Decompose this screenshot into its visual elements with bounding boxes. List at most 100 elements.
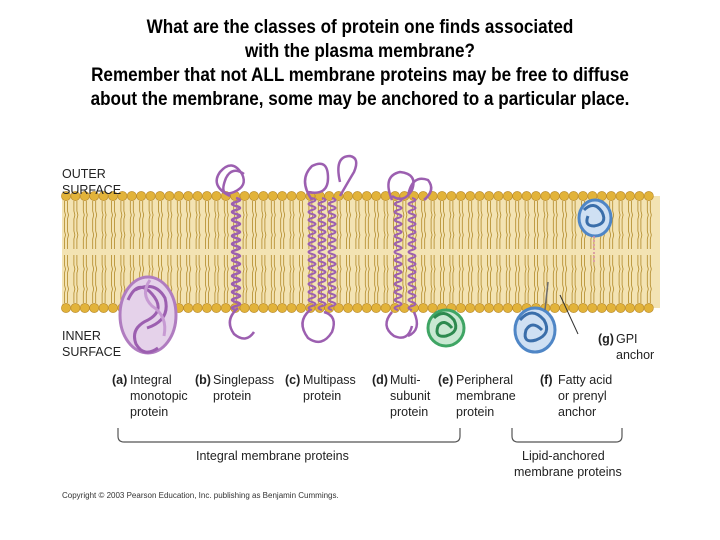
title-line-4: about the membrane, some may be anchored… xyxy=(90,89,630,110)
lipid-tail xyxy=(468,255,471,303)
lipid-head xyxy=(606,191,617,201)
lipid-head xyxy=(249,191,259,201)
lipid-tail xyxy=(499,255,502,303)
lipid-tail xyxy=(270,255,273,303)
label-e-letter: (e) xyxy=(438,373,453,387)
lipid-tail xyxy=(499,201,502,249)
lipid-tail xyxy=(95,201,98,249)
lipid-tail xyxy=(364,255,367,303)
lipid-tail xyxy=(527,255,530,303)
lipid-head xyxy=(512,303,523,313)
lipid-tail xyxy=(477,255,480,303)
lipid-tail xyxy=(242,255,245,303)
lipid-head xyxy=(540,191,551,201)
lipid-head xyxy=(202,303,212,313)
lipid-tail xyxy=(574,255,577,303)
lipid-tail xyxy=(208,255,210,303)
lipid-tail xyxy=(518,255,521,303)
label-c-line-1: Multipass xyxy=(303,373,356,387)
lipid-tail xyxy=(443,255,445,303)
lipid-tail xyxy=(618,201,621,249)
lipid-head xyxy=(615,303,626,313)
lipid-tail xyxy=(349,255,351,303)
gpi-leader-line xyxy=(559,294,579,335)
lipid-head xyxy=(643,191,654,201)
lipid-tail xyxy=(537,201,539,249)
lipid-head xyxy=(361,303,372,313)
lipid-tail xyxy=(85,201,88,249)
lipid-tail xyxy=(292,201,295,249)
lipid-tail xyxy=(123,201,126,249)
lipid-tail xyxy=(649,255,652,303)
lipid-head xyxy=(446,191,457,201)
lipid-head xyxy=(568,191,579,201)
protein-a-monotopic xyxy=(118,275,178,355)
lipid-tail xyxy=(245,255,248,303)
lipid-tail xyxy=(336,255,339,303)
lipid-tail xyxy=(346,201,348,249)
lipid-tail xyxy=(508,255,511,303)
label-a-line-3: protein xyxy=(130,405,168,419)
integral-bracket xyxy=(117,428,461,443)
lipid-tail xyxy=(646,201,649,249)
lipid-head xyxy=(286,303,297,313)
lipid-tail xyxy=(104,255,107,303)
lipid-head xyxy=(352,191,363,201)
lipid-tail xyxy=(198,201,201,249)
lipid-tail xyxy=(571,255,574,303)
lipid-tail xyxy=(67,201,69,249)
lipid-tail xyxy=(142,201,145,249)
lipid-tail xyxy=(85,255,88,303)
lipid-tail xyxy=(252,201,254,249)
lipid-tail xyxy=(176,255,179,303)
label-d-letter: (d) xyxy=(372,373,388,387)
lipid-tail xyxy=(148,201,151,249)
lipid-head xyxy=(371,303,382,313)
lipid-tail xyxy=(299,201,301,249)
lipid-tail xyxy=(377,255,380,303)
lipid-tail xyxy=(299,255,301,303)
lipid-tail xyxy=(283,201,286,249)
lipid-tail xyxy=(255,201,257,249)
title-line-2: with the plasma membrane? xyxy=(245,41,475,62)
label-g-line-1: GPI xyxy=(616,332,638,346)
lipid-tail xyxy=(302,201,304,249)
lipid-tail xyxy=(82,201,85,249)
lipid-head xyxy=(474,191,485,201)
title: What are the classes of protein one find… xyxy=(36,16,684,112)
lipid-tail xyxy=(534,255,536,303)
lipid-tail xyxy=(195,201,198,249)
lipid-head xyxy=(61,303,71,313)
lipid-head xyxy=(371,191,382,201)
lipid-tail xyxy=(574,201,577,249)
lipid-tail xyxy=(161,201,163,249)
lipid-tail xyxy=(292,255,295,303)
lipid-tail xyxy=(104,201,107,249)
lipid-tail xyxy=(440,255,442,303)
lipid-head xyxy=(277,191,288,201)
lipid-head xyxy=(145,191,156,201)
inner-surface-label-1: INNER xyxy=(62,329,101,343)
lipid-tail xyxy=(386,201,389,249)
label-a-line-1: Integral xyxy=(130,373,172,387)
lipid-tail xyxy=(646,255,649,303)
lipid-tail xyxy=(628,255,630,303)
lipid-tail xyxy=(76,201,79,249)
lipid-tail xyxy=(129,201,132,249)
lipid-tail xyxy=(283,255,286,303)
lipid-tail xyxy=(452,255,455,303)
label-e-line-2: membrane xyxy=(456,389,516,403)
lipid-tail xyxy=(355,201,358,249)
lipid-tail xyxy=(261,201,264,249)
lipid-tail xyxy=(76,255,79,303)
label-e: (e) Peripheral membrane protein xyxy=(438,373,516,419)
lipid-head xyxy=(474,303,485,313)
lipid-tail xyxy=(179,255,182,303)
lipid-head xyxy=(192,303,203,313)
lipid-head xyxy=(549,191,560,201)
lipid-tail xyxy=(471,255,474,303)
lipid-tail xyxy=(571,201,574,249)
group-brackets xyxy=(117,428,623,443)
lipid-tail xyxy=(621,201,624,249)
